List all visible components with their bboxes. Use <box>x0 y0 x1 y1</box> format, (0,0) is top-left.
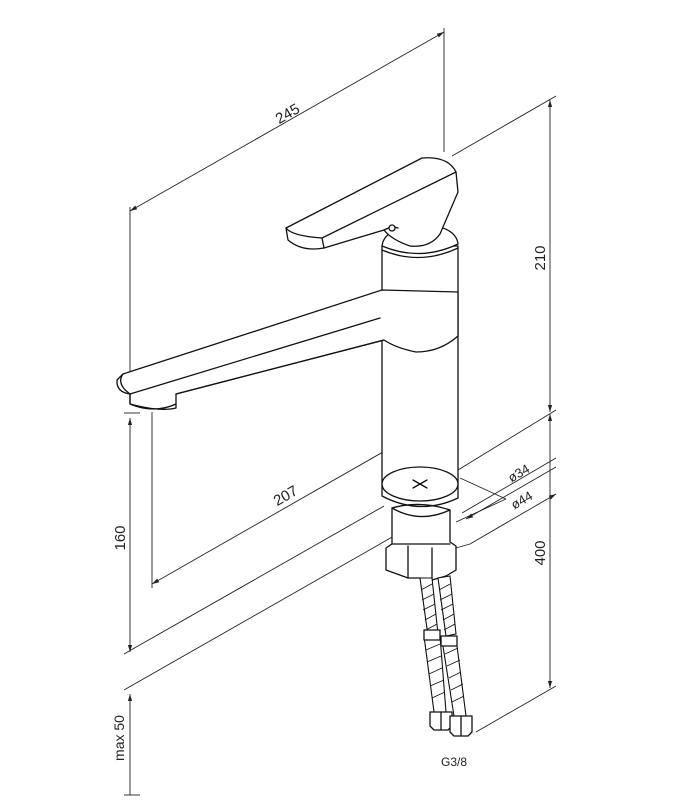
dimension-207-label: 207 <box>271 483 301 510</box>
dimension-diameters: ø34 ø44 <box>455 461 557 549</box>
faucet-lever <box>285 157 459 250</box>
dimension-207: 207 <box>151 412 419 588</box>
dimension-160-label: 160 <box>112 525 129 550</box>
faucet-body <box>381 223 459 508</box>
dimension-400-label: 400 <box>532 540 549 565</box>
thread-label: G3/8 <box>441 755 467 769</box>
mounting-nut <box>385 503 457 581</box>
diameter-34-label: ø34 <box>505 461 532 485</box>
dimension-400: 400 <box>475 414 557 733</box>
dimension-210-label: 210 <box>532 245 549 270</box>
dimension-max-50: max 50 <box>111 535 395 796</box>
faucet-spout <box>116 289 459 410</box>
flex-hose-left <box>419 577 453 731</box>
deck-plane <box>123 457 557 655</box>
dimension-245-label: 245 <box>273 101 303 128</box>
dimension-160: 160 <box>112 412 140 652</box>
dimension-max-50-label: max 50 <box>111 715 127 761</box>
dimension-210: 210 <box>451 95 557 471</box>
flex-hose-right <box>437 575 473 737</box>
